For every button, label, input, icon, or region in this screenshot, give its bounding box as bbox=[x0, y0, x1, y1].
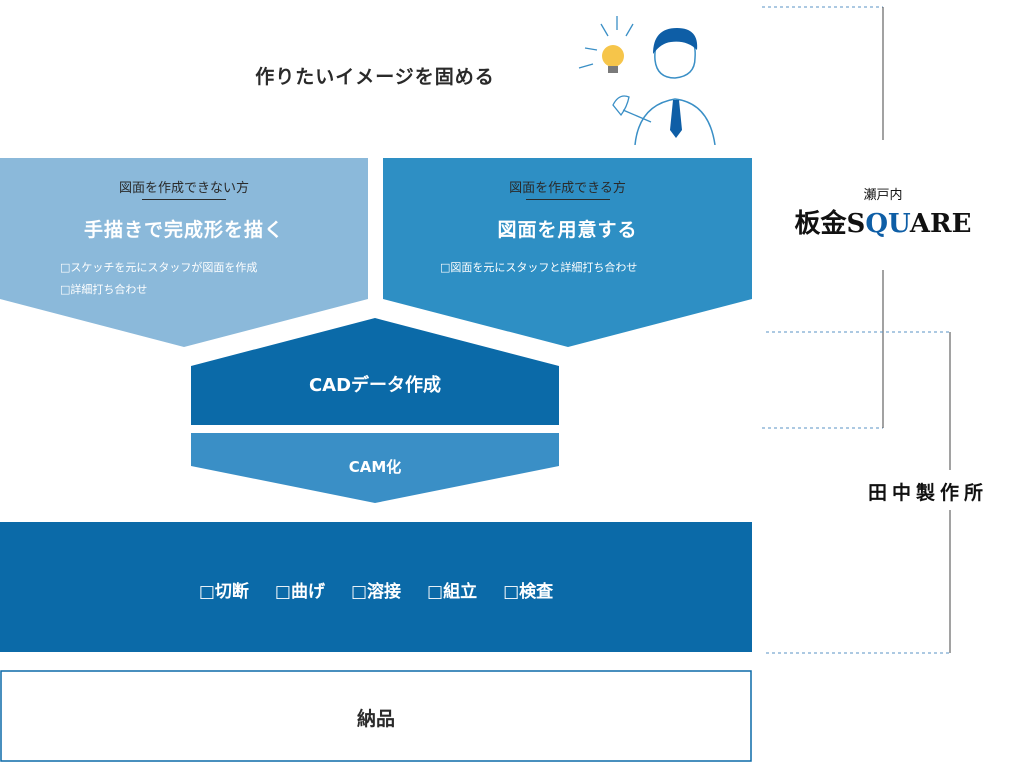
cam-label: CAM化 bbox=[348, 458, 402, 476]
brand-logo-name-accent: QU bbox=[865, 209, 910, 239]
left-panel-shape bbox=[0, 158, 368, 347]
delivery-shape bbox=[0, 670, 752, 762]
process-item-bending: □曲げ bbox=[274, 582, 325, 602]
right-panel-caption: 図面を作成できる方 bbox=[509, 181, 626, 196]
right-panel-caption-underline bbox=[526, 199, 610, 200]
right-panel-headline: 図面を用意する bbox=[497, 219, 638, 241]
company-name: 田中製作所 bbox=[868, 482, 989, 504]
process-item-welding: □溶接 bbox=[350, 582, 402, 602]
process-item-cutting: □切断 bbox=[198, 582, 249, 602]
cam-shape bbox=[191, 433, 559, 503]
stage-title: 作りたいイメージを固める bbox=[255, 66, 495, 88]
left-panel-headline: 手描きで完成形を描く bbox=[83, 219, 284, 241]
brand-bracket bbox=[762, 6, 883, 429]
process-item-inspection: □検査 bbox=[503, 582, 554, 602]
brand-logo-name-prefix: 板金S bbox=[794, 209, 866, 239]
cad-shape bbox=[191, 318, 559, 425]
person-with-lightbulb-icon bbox=[565, 10, 725, 146]
left-panel-caption-underline bbox=[142, 199, 226, 200]
brand-logo: 瀬戸内 板金SQUARE bbox=[783, 184, 983, 240]
left-panel-note: □スケッチを元にスタッフが図面を作成 bbox=[60, 261, 258, 274]
process-item-assembly: □組立 bbox=[427, 582, 478, 602]
left-panel-note: □詳細打ち合わせ bbox=[60, 283, 148, 296]
right-panel-notes: □図面を元にスタッフと詳細打ち合わせ bbox=[440, 257, 637, 279]
cad-label: CADデータ作成 bbox=[308, 375, 442, 396]
company-bracket bbox=[766, 331, 950, 654]
processes-shape bbox=[0, 522, 752, 652]
process-list: □切断 □曲げ □溶接 □組立 □検査 bbox=[0, 577, 752, 602]
right-panel-note: □図面を元にスタッフと詳細打ち合わせ bbox=[440, 261, 638, 274]
brand-logo-name: 板金SQUARE bbox=[783, 203, 983, 240]
left-panel-notes: □スケッチを元にスタッフが図面を作成 □詳細打ち合わせ bbox=[60, 257, 257, 301]
brand-logo-small-text: 瀬戸内 bbox=[863, 188, 903, 203]
left-panel-caption: 図面を作成できない方 bbox=[118, 181, 249, 196]
right-panel-shape bbox=[383, 158, 752, 347]
brand-logo-name-suffix: ARE bbox=[909, 209, 972, 239]
delivery-label: 納品 bbox=[356, 708, 395, 730]
